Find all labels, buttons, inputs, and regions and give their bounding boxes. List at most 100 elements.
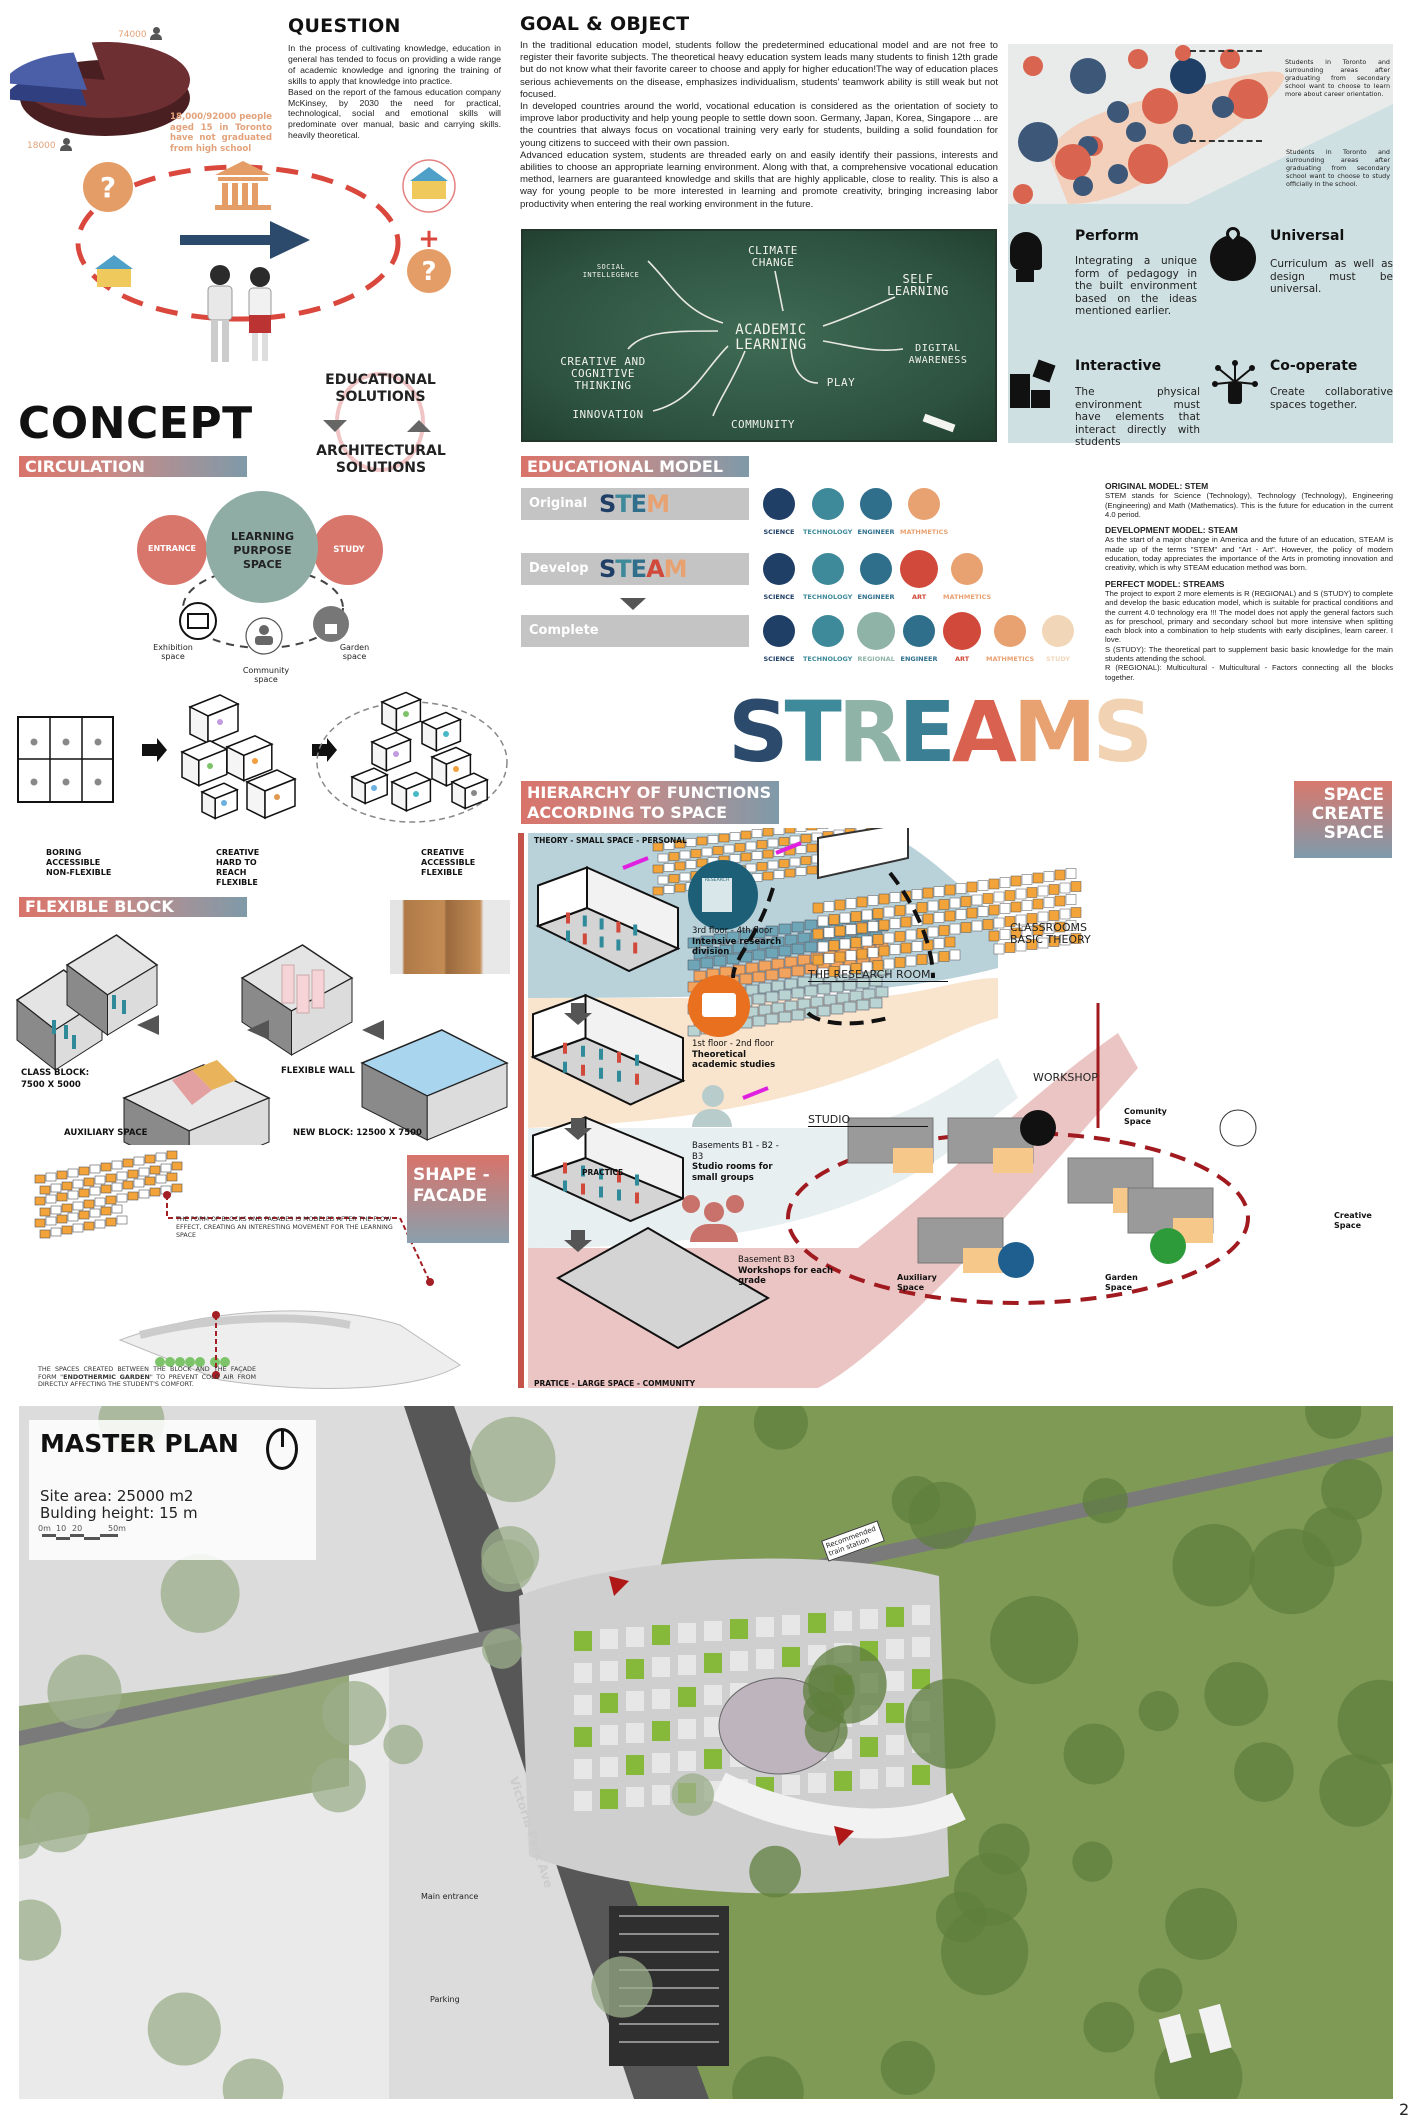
wall-block xyxy=(752,971,766,983)
facade-block xyxy=(105,1217,117,1227)
wall-block xyxy=(856,922,868,934)
svg-text:?: ? xyxy=(421,257,436,287)
wall-block xyxy=(718,833,730,843)
facade-block xyxy=(116,1193,128,1203)
facade-block xyxy=(166,1150,178,1160)
wall-block xyxy=(867,947,879,958)
facade-flow-note: THE FORM OF BLOCKS AND FACADES IS MODELE… xyxy=(176,1216,393,1239)
stat-highlight: 18,000/92000 people aged 15 in Toronto h… xyxy=(170,112,273,154)
tree-canopy xyxy=(19,1899,62,1961)
hierarchy-bar: HIERARCHY OF FUNCTIONS ACCORDING TO SPAC… xyxy=(521,781,779,824)
wall-block xyxy=(810,974,824,986)
research-icon: RESEARCH xyxy=(688,860,758,930)
facade-block xyxy=(72,1179,84,1189)
wall-block xyxy=(856,948,868,960)
roof-module xyxy=(678,1623,696,1643)
wall-block xyxy=(762,849,774,859)
tree-icon xyxy=(185,1357,195,1367)
roof-module xyxy=(860,1737,878,1757)
wall-block xyxy=(1021,874,1033,885)
feature-text: Create collaborative spaces together. xyxy=(1270,386,1393,411)
wall-block xyxy=(845,898,857,909)
roof-module xyxy=(834,1611,852,1631)
person-figure xyxy=(30,738,38,746)
tree-icon xyxy=(195,1357,205,1367)
wall-block xyxy=(729,832,741,841)
wall-block xyxy=(999,877,1011,888)
tree-icon xyxy=(220,1357,230,1367)
facade-block xyxy=(34,1196,46,1206)
model-desc-text: The project to export 2 more elements is… xyxy=(1105,588,1393,645)
tree-icon xyxy=(155,1357,165,1367)
facade-block xyxy=(94,1219,106,1229)
subject-label: SCIENCE xyxy=(763,655,795,663)
model-row-label: Original xyxy=(529,496,588,511)
plus-icon: + xyxy=(418,224,440,254)
feature-text: The physical environment must have eleme… xyxy=(1075,386,1200,448)
flexible-wall-panel xyxy=(296,974,310,1014)
person-figure xyxy=(471,790,477,796)
mathmetics-icon xyxy=(951,553,983,585)
facade-block xyxy=(144,1176,156,1186)
person-figure xyxy=(581,1165,585,1177)
shape-facade-box: SHAPE - FACADE xyxy=(407,1155,509,1243)
facade-block xyxy=(133,1156,145,1166)
wall-block xyxy=(797,932,811,944)
facade-block xyxy=(56,1192,68,1202)
wall-block xyxy=(872,934,884,945)
wall-block xyxy=(1015,940,1027,952)
wall-block xyxy=(652,864,664,874)
subject-label: TECHNOLOGY xyxy=(803,593,853,601)
roof-module xyxy=(600,1693,618,1713)
wall-block xyxy=(999,929,1011,940)
facade-block xyxy=(160,1163,172,1173)
building-height: Bulding height: 15 m xyxy=(40,1504,198,1522)
wall-block xyxy=(933,886,945,897)
new-block-label: NEW BLOCK: 12500 X 7500 xyxy=(293,1128,422,1138)
wall-block xyxy=(1070,907,1082,918)
wall-block xyxy=(988,878,1000,890)
pie-chart xyxy=(10,42,190,136)
roof-module xyxy=(808,1773,826,1793)
wall-block xyxy=(758,960,772,972)
tree-canopy xyxy=(322,1680,387,1746)
block xyxy=(243,743,273,782)
wall-block xyxy=(955,883,967,894)
facade-block xyxy=(67,1190,79,1200)
chalk-item: DIGITAL AWARENESS xyxy=(908,343,968,366)
flexible-block-diagram xyxy=(15,934,509,1145)
person-icon xyxy=(150,27,162,41)
facade-block xyxy=(50,1227,62,1237)
magenta-arrow xyxy=(775,841,802,855)
student-pin-icon xyxy=(1128,49,1148,69)
room-zone xyxy=(963,1248,1003,1273)
wall-block xyxy=(894,957,906,968)
wall-block xyxy=(900,916,912,928)
wall-block xyxy=(1021,900,1033,911)
model-desc-title: PERFECT MODEL: STREAMS xyxy=(1105,578,1225,589)
master-plan-map xyxy=(19,1406,1393,2099)
hierarchy-bottom-label: PRATICE - LARGE SPACE - COMMUNITY xyxy=(534,1379,696,1388)
tree-canopy xyxy=(1172,1524,1256,1607)
wall-block xyxy=(1059,908,1071,920)
wall-block xyxy=(828,914,840,925)
wall-block xyxy=(765,925,779,937)
wall-block xyxy=(687,959,701,971)
tree-canopy xyxy=(1248,1528,1335,1615)
wall-block xyxy=(795,867,807,876)
wall-block xyxy=(861,935,873,947)
class-block-label: CLASS BLOCK: 7500 X 5000 xyxy=(21,1068,90,1090)
wall-block xyxy=(1065,920,1077,931)
roof-module xyxy=(886,1735,904,1755)
mathmetics-icon xyxy=(908,488,940,520)
wall-block xyxy=(758,938,772,950)
chalk-item: INNOVATION xyxy=(572,408,644,421)
cycle-path xyxy=(731,871,935,1026)
wall-block xyxy=(971,894,983,906)
block-side xyxy=(291,977,353,1056)
chalk-item: CLIMATE CHANGE xyxy=(748,244,798,269)
wall-block xyxy=(933,912,945,923)
auxiliary-zone xyxy=(192,1060,237,1090)
roof-module xyxy=(886,1767,904,1787)
